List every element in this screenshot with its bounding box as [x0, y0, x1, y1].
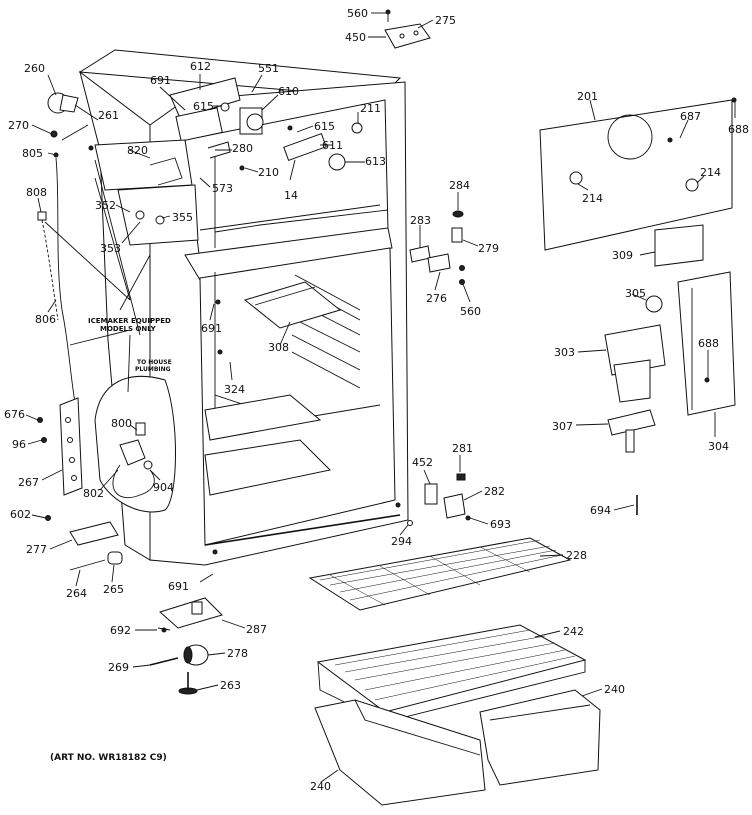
house-note-line1: TO HOUSE — [137, 359, 172, 366]
label-261: 261 — [98, 109, 119, 122]
label-602: 602 — [10, 508, 31, 521]
leveling-parts — [149, 597, 223, 695]
label-294: 294 — [391, 535, 412, 548]
label-452: 452 — [412, 456, 433, 469]
lower-hinge-parts — [407, 473, 471, 526]
label-228: 228 — [566, 549, 587, 562]
label-287: 287 — [246, 623, 267, 636]
label-676: 676 — [4, 408, 25, 421]
label-282: 282 — [484, 485, 505, 498]
crisper-drawers — [314, 689, 601, 806]
label-303: 303 — [554, 346, 575, 359]
label-693: 693 — [490, 518, 511, 531]
note-leaders — [44, 159, 151, 393]
label-691b: 691 — [201, 322, 222, 335]
label-691c: 691 — [168, 580, 189, 593]
label-353: 353 — [100, 242, 121, 255]
art-number: (ART NO. WR18182 C9) — [50, 753, 167, 763]
label-260: 260 — [24, 62, 45, 75]
top-control-parts — [169, 77, 363, 171]
plumbing-area — [94, 375, 176, 513]
label-808: 808 — [26, 186, 47, 199]
label-688b: 688 — [698, 337, 719, 350]
label-573: 573 — [212, 182, 233, 195]
part-labels: 560 275 450 260 691 612 551 261 615 610 … — [4, 7, 749, 793]
label-281: 281 — [452, 442, 473, 455]
crisper-cover-242 — [316, 624, 587, 723]
house-note-line2: PLUMBING — [135, 366, 171, 373]
label-805: 805 — [22, 147, 43, 160]
label-687: 687 — [680, 110, 701, 123]
left-brackets — [37, 397, 123, 571]
label-284: 284 — [449, 179, 470, 192]
icemaker-assembly — [88, 139, 199, 246]
label-240a: 240 — [310, 780, 331, 793]
label-307: 307 — [552, 420, 573, 433]
label-800: 800 — [111, 417, 132, 430]
label-210: 210 — [258, 166, 279, 179]
label-352: 352 — [95, 199, 116, 212]
label-201: 201 — [577, 90, 598, 103]
label-610: 610 — [278, 85, 299, 98]
label-691: 691 — [150, 74, 171, 87]
wire-shelf-228 — [308, 537, 572, 611]
label-96: 96 — [12, 438, 26, 451]
label-277: 277 — [26, 543, 47, 556]
label-267: 267 — [18, 476, 39, 489]
label-270: 270 — [8, 119, 29, 132]
label-694: 694 — [590, 504, 611, 517]
label-560: 560 — [347, 7, 368, 20]
label-324: 324 — [224, 383, 245, 396]
label-242: 242 — [563, 625, 584, 638]
label-240b: 240 — [604, 683, 625, 696]
label-14: 14 — [284, 189, 298, 202]
icemaker-note-line2: MODELS ONLY — [100, 325, 157, 333]
label-265: 265 — [103, 583, 124, 596]
label-612: 612 — [190, 60, 211, 73]
label-280: 280 — [232, 142, 253, 155]
label-214b: 214 — [700, 166, 721, 179]
label-214a: 214 — [582, 192, 603, 205]
label-615b: 615 — [314, 120, 335, 133]
label-283: 283 — [410, 214, 431, 227]
label-613: 613 — [365, 155, 386, 168]
label-275: 275 — [435, 14, 456, 27]
label-264: 264 — [66, 587, 87, 600]
label-615: 615 — [193, 100, 214, 113]
label-leaders — [25, 12, 736, 783]
label-355: 355 — [172, 211, 193, 224]
label-305: 305 — [625, 287, 646, 300]
label-308: 308 — [268, 341, 289, 354]
label-802: 802 — [83, 487, 104, 500]
top-hinge — [384, 9, 431, 49]
notes: ICEMAKER EQUIPPED MODELS ONLY TO HOUSE P… — [50, 317, 172, 763]
label-211: 211 — [360, 102, 381, 115]
center-hinge-parts — [409, 210, 465, 285]
label-551: 551 — [258, 62, 279, 75]
label-309: 309 — [612, 249, 633, 262]
label-904: 904 — [153, 481, 174, 494]
freezer-shelf-308 — [243, 281, 342, 329]
label-560b: 560 — [460, 305, 481, 318]
label-279: 279 — [478, 242, 499, 255]
label-450: 450 — [345, 31, 366, 44]
duct-parts — [604, 271, 736, 515]
label-269: 269 — [108, 661, 129, 674]
label-263: 263 — [220, 679, 241, 692]
water-line — [37, 92, 89, 421]
label-806: 806 — [35, 313, 56, 326]
label-611: 611 — [322, 139, 343, 152]
label-304: 304 — [708, 440, 729, 453]
label-820: 820 — [127, 144, 148, 157]
label-276: 276 — [426, 292, 447, 305]
label-692: 692 — [110, 624, 131, 637]
label-278: 278 — [227, 647, 248, 660]
rear-cover-panel — [539, 97, 737, 267]
label-688: 688 — [728, 123, 749, 136]
icemaker-note-line1: ICEMAKER EQUIPPED — [88, 317, 171, 325]
